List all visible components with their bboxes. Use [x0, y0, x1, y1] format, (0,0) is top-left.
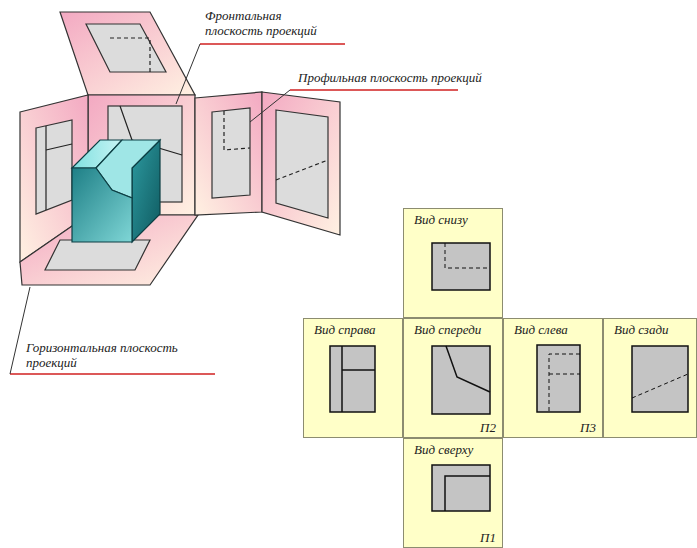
projection-edge: [46, 144, 72, 150]
projection-edge: [110, 38, 150, 72]
plane-label: Профильная плоскость проекций: [298, 70, 498, 85]
solid-figure: [72, 140, 160, 242]
label-underline: [10, 373, 215, 375]
plane-inner: [212, 108, 250, 198]
view-title: Вид спереди: [414, 322, 481, 337]
view-title: Вид слева: [514, 322, 568, 337]
projection-edge: [45, 126, 46, 210]
hidden-edge: [445, 243, 490, 268]
cell-ground: [403, 438, 503, 548]
hidden-edge: [632, 374, 688, 398]
view-cell: Вид слеваП3: [503, 318, 603, 438]
horizontal-plane-top: [60, 12, 195, 95]
visible-edge: [342, 369, 375, 371]
projection-planes: [20, 12, 340, 285]
leader-line: [176, 44, 200, 104]
view-cell: Вид сверхуП1: [403, 438, 503, 548]
plane-label: Фронтальная плоскость проекций: [205, 8, 323, 38]
view-drawings: [330, 243, 688, 511]
label-underline: [200, 43, 345, 45]
plane-symbol: П2: [480, 420, 496, 435]
projection-edge: [224, 111, 250, 150]
view-outline: [537, 345, 580, 412]
view-cell: Вид спередиП2: [403, 318, 503, 438]
visible-edge: [341, 346, 343, 412]
view-outline: [330, 346, 375, 412]
label-underline: [290, 89, 458, 91]
plane-inner: [45, 240, 150, 270]
plane-inner: [86, 24, 166, 72]
view-cell: Вид справа: [303, 318, 403, 438]
plane-label: Горизонтальная плоскость проекций: [26, 340, 191, 370]
plane-symbol: П3: [580, 420, 596, 435]
hidden-edge: [549, 374, 580, 375]
cell-ground: [603, 318, 697, 438]
cell-ground: [303, 318, 403, 438]
cell-ground: [403, 208, 503, 318]
solid-front: [72, 168, 132, 242]
cell-ground: [503, 318, 603, 438]
leader-line: [250, 90, 290, 122]
plane-symbol: П1: [480, 530, 496, 545]
cell-ground: [403, 318, 503, 438]
visible-edge: [446, 346, 490, 392]
plane-inner: [36, 120, 72, 214]
view-outline: [432, 346, 490, 414]
projection-edge: [276, 160, 328, 180]
visible-edge: [445, 476, 490, 511]
view-cell: Вид сзади: [603, 318, 697, 438]
view-outline: [632, 346, 688, 412]
view-title: Вид справа: [314, 322, 376, 337]
rear-plane: [262, 92, 340, 235]
profile-plane: [195, 92, 262, 215]
view-outline: [432, 243, 490, 290]
view-title: Вид снизу: [414, 212, 468, 227]
hidden-edge: [549, 354, 580, 412]
view-title: Вид сверху: [414, 442, 473, 457]
view-cell: Вид снизу: [403, 208, 503, 318]
view-title: Вид сзади: [614, 322, 669, 337]
view-outline: [432, 465, 490, 511]
plane-inner: [276, 110, 328, 218]
view-net-ground: [303, 208, 697, 548]
